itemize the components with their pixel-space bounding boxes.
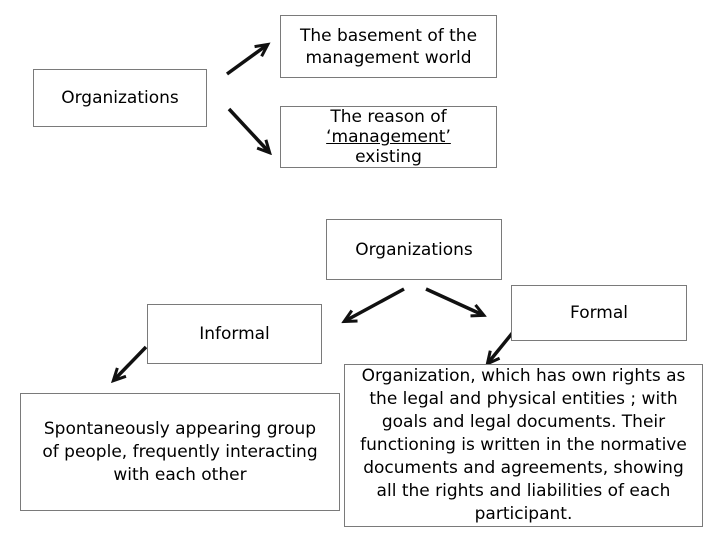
informal-definition-box: Spontaneously appearing group of people,… [20, 393, 340, 511]
arrow-organizations-to-reason [227, 107, 269, 152]
arrow-informal-to-definition [114, 345, 148, 380]
reason-box: The reason of ‘management’ existing [280, 106, 497, 168]
informal-definition-line: with each other [113, 464, 247, 485]
formal-definition-line: goals and legal documents. Their [381, 412, 666, 432]
informal-box-label: Informal [199, 324, 270, 344]
formal-definition-line: all the rights and liabilities of each [376, 481, 671, 501]
arrow-organizations-to-basement [225, 45, 267, 76]
formal-definition-line: functioning is written in the normative [360, 435, 687, 455]
formal-definition-box: Organization, which has own rights as th… [344, 364, 703, 527]
organizations-box-top: Organizations [33, 69, 207, 127]
formal-definition-line: participant. [474, 504, 573, 524]
organizations-box-top-label: Organizations [61, 88, 179, 108]
reason-box-line: The reason of [330, 107, 447, 127]
arrow-organizations-to-informal [345, 287, 405, 321]
reason-box-underlined-line: ‘management’ [326, 127, 451, 147]
formal-definition-line: Organization, which has own rights as [361, 366, 686, 386]
formal-definition-line: the legal and physical entities ; with [369, 389, 678, 409]
basement-box-line: management world [305, 47, 472, 68]
basement-box-line: The basement of the [299, 25, 478, 46]
informal-definition-line: of people, frequently interacting [42, 441, 318, 462]
informal-definition-line: Spontaneously appearing group [43, 418, 317, 439]
formal-definition-line: documents and agreements, showing [363, 458, 684, 478]
reason-box-line: existing [355, 147, 422, 167]
formal-box: Formal [511, 285, 687, 341]
organizations-box-bottom-label: Organizations [355, 239, 473, 260]
arrow-organizations-to-formal [425, 287, 483, 315]
basement-box: The basement of the management world [280, 15, 497, 78]
formal-box-label: Formal [570, 303, 628, 323]
organizations-box-bottom: Organizations [326, 219, 502, 280]
informal-box: Informal [147, 304, 322, 364]
